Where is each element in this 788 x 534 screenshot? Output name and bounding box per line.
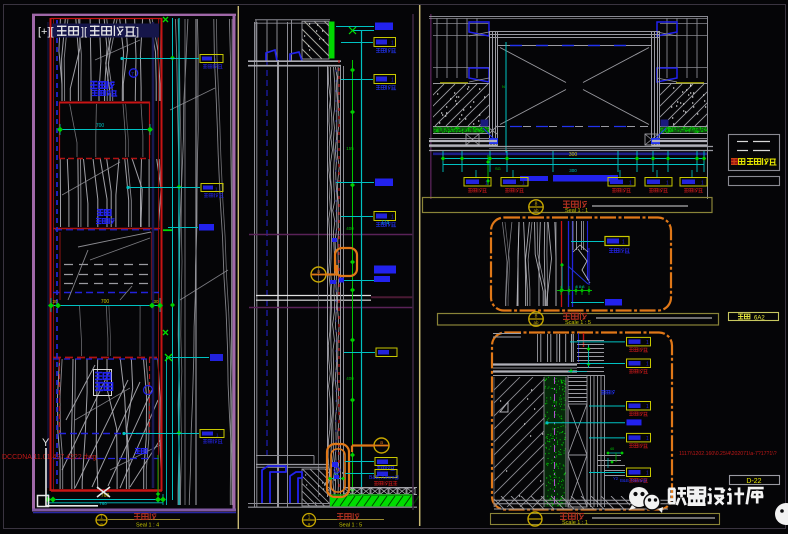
svg-text:30: 30	[52, 299, 58, 304]
svg-text:760: 760	[99, 501, 107, 506]
svg-text:ab: ab	[533, 320, 539, 325]
svg-text:1: 1	[391, 41, 394, 47]
svg-text:760: 760	[101, 493, 110, 499]
svg-text:8 8 8: 8 8 8	[576, 284, 586, 289]
svg-text:1: 1	[646, 362, 649, 368]
svg-text:400: 400	[346, 226, 354, 231]
svg-text:30: 30	[334, 472, 339, 477]
svg-text:1: 1	[646, 436, 649, 442]
svg-text:1: 1	[522, 181, 525, 187]
svg-text:a: a	[317, 269, 320, 275]
svg-text:1: 1	[646, 340, 649, 346]
svg-text:Scale 1 : 5: Scale 1 : 5	[565, 320, 591, 326]
svg-text:N: N	[502, 84, 505, 89]
svg-text:1: 1	[391, 215, 394, 221]
svg-text:1: 1	[646, 404, 649, 410]
svg-text:6A2: 6A2	[754, 316, 765, 322]
svg-text:8: 8	[535, 202, 538, 208]
svg-text:1: 1	[646, 471, 649, 477]
svg-text:][: ][	[81, 26, 87, 38]
svg-text:]: ]	[136, 26, 139, 38]
svg-text:Seal 1 : 1: Seal 1 : 1	[565, 208, 588, 214]
svg-text:a: a	[308, 522, 311, 527]
svg-text:300: 300	[569, 168, 577, 173]
svg-text:1: 1	[485, 181, 488, 187]
svg-text:B&B,70mm@: B&B,70mm@	[369, 475, 399, 481]
svg-text:Y2: Y2	[613, 476, 619, 481]
svg-text:D-22: D-22	[746, 478, 761, 485]
svg-text:ab: ab	[533, 208, 539, 213]
svg-text:30: 30	[153, 299, 159, 304]
svg-text:1: 1	[701, 181, 704, 187]
svg-text:17a: 17a	[381, 220, 390, 226]
svg-text:400: 400	[346, 376, 354, 381]
svg-text:[+][: [+][	[38, 26, 54, 38]
svg-text:1117\\1202.160\0.25\4\202071\a: 1117\\1202.160\0.25\4\202071\a-7?17?1\?	[679, 451, 777, 457]
svg-text:a: a	[380, 440, 383, 446]
svg-text:300: 300	[569, 152, 578, 158]
svg-text:7: 7	[131, 72, 134, 78]
svg-text:1: 1	[308, 515, 311, 521]
svg-text:1: 1	[215, 187, 218, 192]
svg-text:700: 700	[96, 123, 105, 129]
svg-text:Y: Y	[42, 437, 50, 449]
svg-text:1: 1	[216, 433, 219, 438]
svg-text:SG: SG	[495, 166, 501, 171]
svg-text:Seal 1 : 5: Seal 1 : 5	[339, 523, 362, 529]
svg-text:700: 700	[101, 299, 110, 305]
svg-text:1: 1	[100, 515, 103, 521]
svg-text:1: 1	[666, 181, 669, 187]
svg-text:155: 155	[346, 146, 354, 151]
svg-text:B&B,70mm@: B&B,70mm@	[620, 478, 647, 483]
svg-text:40: 40	[610, 446, 615, 451]
svg-text:1: 1	[622, 240, 625, 246]
svg-text:8: 8	[535, 314, 538, 320]
svg-text:DCCDNA 11.01.427 4222.dwg: DCCDNA 11.01.427 4222.dwg	[2, 454, 97, 461]
svg-text:a: a	[100, 522, 103, 527]
svg-text:Seal 1 : 4: Seal 1 : 4	[136, 523, 159, 529]
svg-text:1: 1	[214, 58, 217, 63]
svg-text:Scale 1 : 1: Scale 1 : 1	[562, 520, 588, 526]
svg-text:1: 1	[391, 78, 394, 84]
svg-text:1: 1	[629, 181, 632, 187]
